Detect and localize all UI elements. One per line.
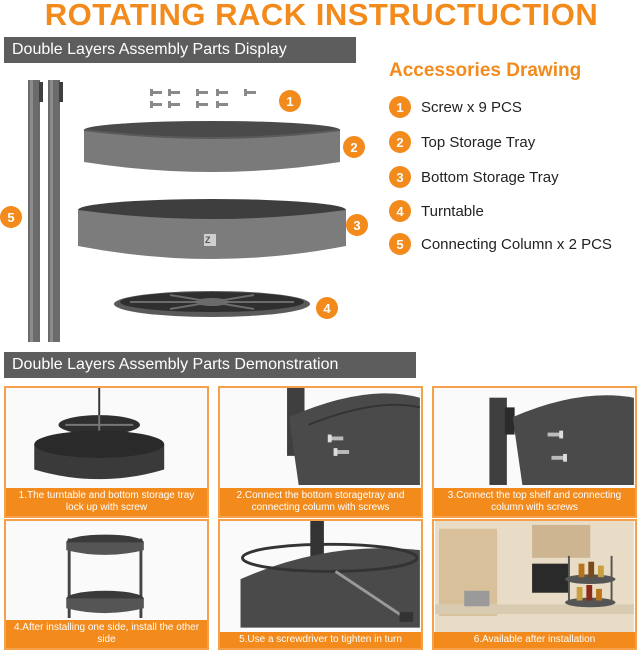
step-panel-2: 2.Connect the bottom storagetray and con… — [218, 386, 423, 518]
bottom-storage-tray — [78, 199, 346, 259]
accessory-number: 4 — [389, 200, 411, 222]
step-panel-3: 3.Connect the top shelf and connecting c… — [432, 386, 637, 518]
parts-illustration — [28, 80, 346, 342]
parts-display-banner: Double Layers Assembly Parts Display — [4, 37, 356, 63]
step-4-illustration — [66, 534, 144, 618]
step-caption: 5.Use a screwdriver to tighten in turn — [220, 632, 421, 648]
accessory-number: 2 — [389, 131, 411, 153]
connecting-column-left — [28, 80, 43, 342]
accessory-item: 2 Top Storage Tray — [389, 130, 535, 154]
accessory-item: 5 Connecting Column x 2 PCS — [389, 232, 612, 256]
screws — [150, 89, 256, 108]
step-panel-5: 5.Use a screwdriver to tighten in turn — [218, 519, 423, 650]
step-caption: 6.Available after installation — [434, 632, 635, 648]
step-3-illustration — [489, 395, 634, 485]
step-panel-1: 1.The turntable and bottom storage tray … — [4, 386, 209, 518]
step-panel-4: 4.After installing one side, install the… — [4, 519, 209, 650]
accessories-title: Accessories Drawing — [389, 60, 582, 81]
step-caption: 4.After installing one side, install the… — [6, 620, 207, 648]
accessory-label: Bottom Storage Tray — [421, 168, 559, 186]
accessory-item: 4 Turntable — [389, 199, 484, 223]
page-title: ROTATING RACK INSTRUCTUCTION — [44, 0, 599, 32]
accessory-item: 3 Bottom Storage Tray — [389, 165, 559, 189]
step-1-illustration — [34, 388, 165, 480]
accessory-number: 3 — [389, 166, 411, 188]
top-storage-tray — [83, 121, 341, 172]
tray-logo: Z — [205, 235, 211, 245]
turntable — [114, 291, 310, 317]
marker-5: 5 — [0, 206, 22, 228]
accessory-number: 1 — [389, 96, 411, 118]
step-6-illustration — [435, 521, 634, 648]
step-5-illustration — [240, 521, 420, 628]
step-caption: 3.Connect the top shelf and connecting c… — [434, 488, 635, 516]
connecting-column-right — [48, 80, 63, 342]
demonstration-banner: Double Layers Assembly Parts Demonstrati… — [4, 352, 416, 378]
marker-3: 3 — [346, 214, 368, 236]
accessory-number: 5 — [389, 233, 411, 255]
accessory-label: Connecting Column x 2 PCS — [421, 235, 612, 253]
accessory-label: Top Storage Tray — [421, 133, 536, 151]
step-caption: 2.Connect the bottom storagetray and con… — [220, 488, 421, 516]
marker-4: 4 — [316, 297, 338, 319]
accessory-label: Turntable — [421, 202, 484, 220]
marker-1: 1 — [279, 90, 301, 112]
accessory-item: 1 Screw x 9 PCS — [389, 95, 522, 119]
step-panel-6: 6.Available after installation — [432, 519, 637, 650]
marker-2: 2 — [343, 136, 365, 158]
step-2-illustration — [287, 388, 421, 485]
accessory-label: Screw x 9 PCS — [421, 98, 522, 116]
step-caption: 1.The turntable and bottom storage tray … — [6, 488, 207, 516]
